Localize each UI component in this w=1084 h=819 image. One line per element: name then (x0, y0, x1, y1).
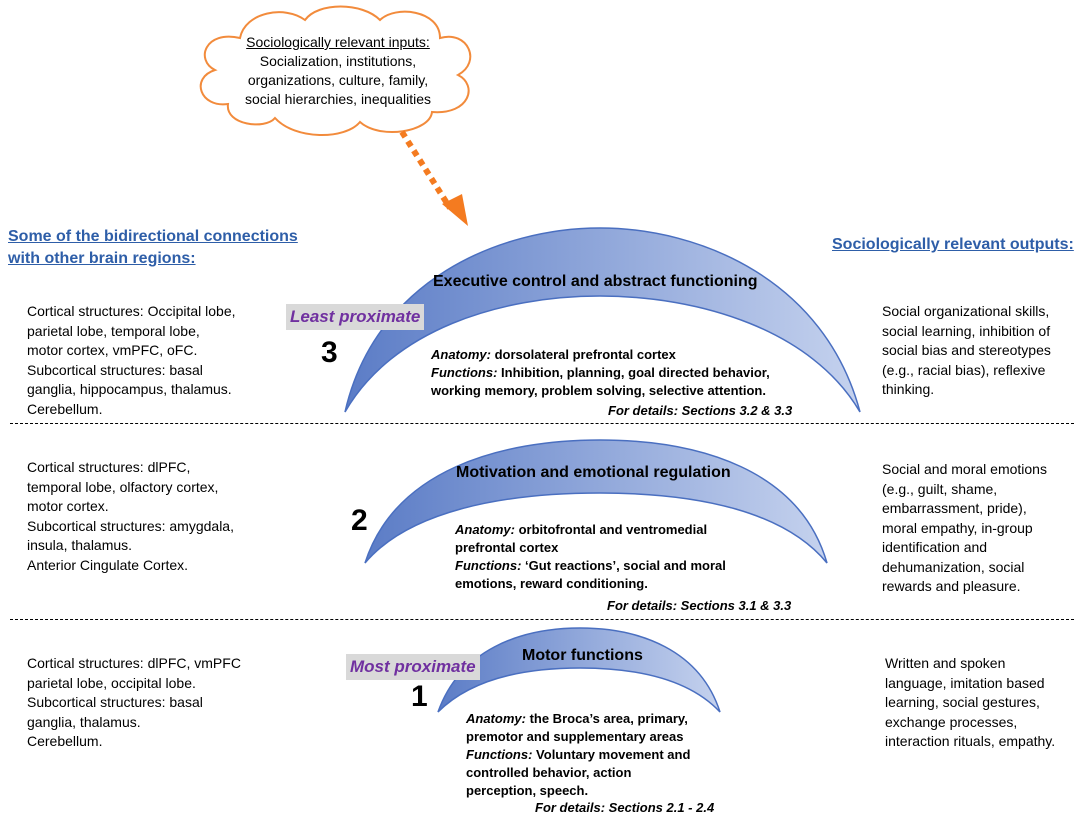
level-2-functions-2: emotions, reward conditioning. (455, 576, 648, 591)
level-3-title: Executive control and abstract functioni… (433, 273, 758, 290)
inputs-line-2: organizations, culture, family, (247, 72, 429, 88)
inputs-cloud-text: Sociologically relevant inputs: Socializ… (218, 33, 458, 109)
outputs-line: Written and spoken (885, 655, 1006, 671)
outputs-line: embarrassment, pride), (882, 500, 1027, 516)
level-3-anatomy-label: Anatomy: (431, 347, 491, 362)
level-2-functions-1: ‘Gut reactions’, social and moral (521, 558, 726, 573)
connections-line: Cortical structures: dlPFC, vmPFC (27, 655, 241, 671)
level-2-details: For details: Sections 3.1 & 3.3 (607, 598, 792, 613)
level-3-connections: Cortical structures: Occipital lobe, par… (27, 302, 236, 419)
level-2-functions-label: Functions: (455, 558, 522, 573)
level-1-functions-3: perception, speech. (466, 783, 589, 798)
inputs-title: Sociologically relevant inputs: (246, 34, 430, 50)
outputs-line: moral empathy, in-group (882, 519, 1033, 536)
most-proximate-label: Most proximate (346, 654, 480, 680)
input-arrow-head (442, 194, 468, 226)
input-arrow-shaft (399, 130, 453, 210)
connections-header-line-2: with other brain regions: (8, 250, 196, 267)
inputs-line-1: Socialization, institutions, (259, 53, 417, 69)
connections-line: ganglia, thalamus. (27, 713, 141, 730)
outputs-line: interaction rituals, empathy. (885, 733, 1056, 749)
level-3-description: Anatomy: dorsolateral prefrontal cortex … (431, 346, 770, 400)
connections-line: Subcortical structures: basal (27, 694, 203, 710)
level-3-functions-label: Functions: (431, 365, 498, 380)
divider-1 (10, 423, 1074, 424)
outputs-line: Social and moral emotions (882, 461, 1047, 477)
outputs-line: identification and (882, 539, 988, 555)
level-1-functions-2: controlled behavior, action (466, 765, 632, 780)
level-2-description: Anatomy: orbitofrontal and ventromedial … (455, 521, 726, 593)
level-1-title: Motor functions (522, 647, 643, 664)
connections-line: Cerebellum. (27, 733, 103, 749)
connections-line: motor cortex. (27, 498, 109, 514)
crescent-level-3 (344, 227, 861, 413)
outputs-line: learning, social gestures, (885, 694, 1040, 710)
connections-line: Cortical structures: Occipital lobe, (27, 303, 236, 319)
outputs-line: social bias and stereotypes (882, 342, 1051, 358)
level-1-description: Anatomy: the Broca’s area, primary, prem… (466, 710, 690, 800)
connections-line: Cerebellum. (27, 400, 103, 417)
connections-line: parietal lobe, occipital lobe. (27, 674, 196, 691)
level-2-number: 2 (351, 504, 368, 537)
level-2-anatomy-1: orbitofrontal and ventromedial (514, 522, 708, 537)
level-1-number: 1 (411, 680, 428, 713)
connections-line: parietal lobe, temporal lobe, (27, 322, 200, 339)
outputs-line: (e.g., guilt, shame, (882, 480, 998, 497)
outputs-line: dehumanization, social (882, 558, 1025, 575)
level-2-title: Motivation and emotional regulation (456, 464, 731, 481)
connections-line: Subcortical structures: basal (27, 361, 203, 378)
connections-line: Anterior Cingulate Cortex. (27, 556, 189, 573)
connections-line: motor cortex, vmPFC, oFC. (27, 342, 198, 358)
connections-line: ganglia, hippocampus, thalamus. (27, 381, 232, 397)
level-1-functions-1: Voluntary movement and (532, 747, 691, 762)
outputs-line: Social organizational skills, (882, 303, 1050, 319)
level-1-anatomy-2: premotor and supplementary areas (466, 729, 684, 744)
outputs-line: (e.g., racial bias), reflexive (882, 361, 1046, 378)
outputs-line: exchange processes, (885, 713, 1018, 730)
level-1-details: For details: Sections 2.1 - 2.4 (535, 800, 715, 815)
level-2-anatomy-label: Anatomy: (455, 522, 515, 537)
connections-line: temporal lobe, olfactory cortex, (27, 478, 219, 495)
divider-2 (10, 619, 1074, 620)
level-1-connections: Cortical structures: dlPFC, vmPFC pariet… (27, 654, 241, 752)
outputs-header: Sociologically relevant outputs: (832, 236, 1074, 253)
level-2-connections: Cortical structures: dlPFC, temporal lob… (27, 458, 234, 575)
connections-line: Cortical structures: dlPFC, (27, 459, 191, 475)
level-3-number: 3 (321, 336, 338, 369)
level-1-outputs: Written and spoken language, imitation b… (885, 654, 1055, 752)
level-3-anatomy: dorsolateral prefrontal cortex (490, 347, 676, 362)
crescent-level-2 (364, 439, 828, 564)
level-3-outputs: Social organizational skills, social lea… (882, 302, 1051, 400)
inputs-cloud (199, 5, 472, 137)
crescent-level-1 (437, 627, 721, 713)
connections-line: insula, thalamus. (27, 537, 133, 553)
level-1-functions-label: Functions: (466, 747, 533, 762)
outputs-line: language, imitation based (885, 674, 1045, 691)
level-2-outputs: Social and moral emotions (e.g., guilt, … (882, 460, 1047, 597)
connections-header: Some of the bidirectional connections wi… (8, 226, 298, 270)
connections-line: Subcortical structures: amygdala, (27, 517, 234, 534)
level-3-details: For details: Sections 3.2 & 3.3 (608, 403, 793, 418)
level-1-anatomy-1: the Broca’s area, primary, (525, 711, 688, 726)
outputs-line: social learning, inhibition of (882, 322, 1051, 339)
outputs-line: rewards and pleasure. (882, 578, 1021, 594)
least-proximate-label: Least proximate (286, 304, 425, 330)
connections-header-line-1: Some of the bidirectional connections (8, 228, 298, 245)
outputs-line: thinking. (882, 381, 935, 397)
level-1-anatomy-label: Anatomy: (466, 711, 526, 726)
inputs-line-3: social hierarchies, inequalities (245, 91, 431, 107)
level-3-functions-2: working memory, problem solving, selecti… (431, 383, 766, 398)
level-2-anatomy-2: prefrontal cortex (455, 540, 559, 555)
level-3-functions-1: Inhibition, planning, goal directed beha… (497, 365, 770, 380)
